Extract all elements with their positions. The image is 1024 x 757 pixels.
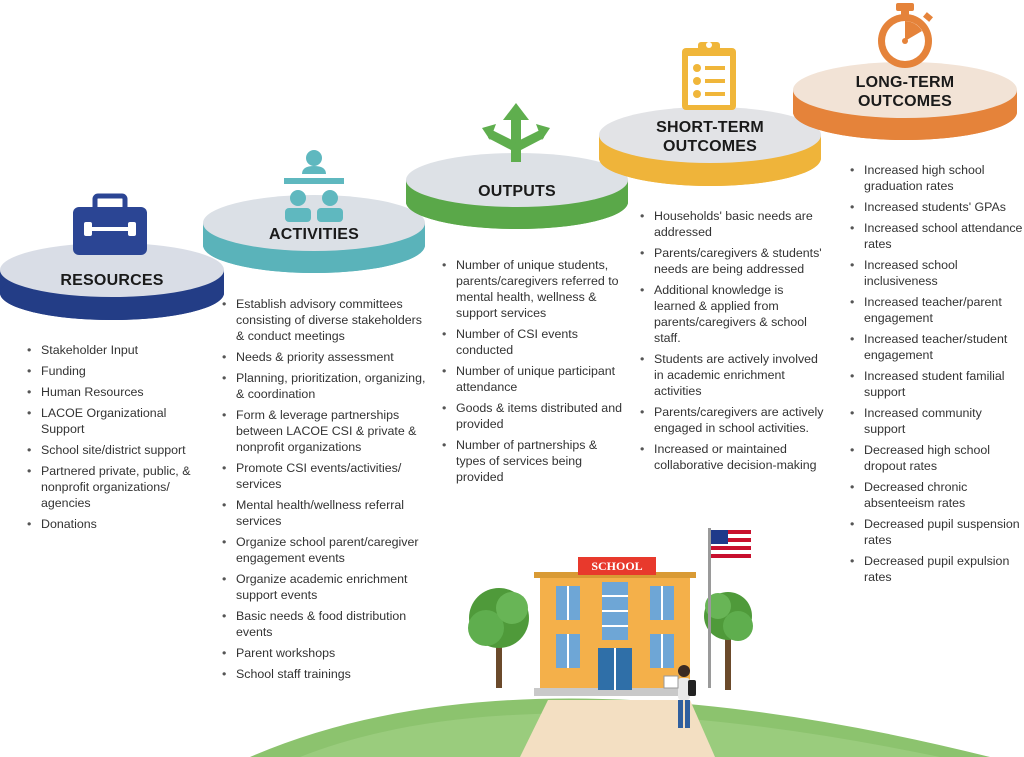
platform-long-term (793, 62, 1017, 140)
list-item: Donations (27, 516, 202, 532)
stage-title-short-term: SHORT-TERM OUTCOMES (656, 119, 764, 155)
list-item: Number of partnerships & types of servic… (442, 437, 622, 485)
platform-resources (0, 243, 224, 320)
platform-outputs (406, 153, 628, 229)
us-flag (708, 528, 751, 688)
list-item: Human Resources (27, 384, 202, 400)
list-item: Parent workshops (222, 645, 432, 661)
tree-left (468, 588, 529, 688)
list-item: Increased teacher/student engagement (850, 331, 1024, 363)
list-item: Decreased chronic absenteeism rates (850, 479, 1024, 511)
stage-title-long-term: LONG-TERM OUTCOMES (855, 74, 955, 110)
list-item: Form & leverage partnerships between LAC… (222, 407, 432, 455)
list-item: LACOE Organizational Support (27, 405, 202, 437)
list-item: Number of unique students, parents/careg… (442, 257, 622, 321)
list-item: Mental health/wellness referral services (222, 497, 432, 529)
school-path (520, 700, 715, 757)
long-term-list: Increased high school graduation ratesIn… (850, 162, 1024, 590)
list-item: Organize academic enrichment support eve… (222, 571, 432, 603)
list-item: School site/district support (27, 442, 202, 458)
stage-title-activities: ACTIVITIES (268, 226, 359, 243)
list-item: Increased school inclusiveness (850, 257, 1024, 289)
list-item: Decreased pupil suspension rates (850, 516, 1024, 548)
list-item: Additional knowledge is learned & applie… (640, 282, 825, 346)
list-item: Funding (27, 363, 202, 379)
list-item: Basic needs & food distribution events (222, 608, 432, 640)
platform-short-term (599, 107, 821, 186)
outputs-list: Number of unique students, parents/careg… (442, 257, 622, 490)
list-item: Increased or maintained collaborative de… (640, 441, 825, 473)
list-item: Establish advisory committees consisting… (222, 296, 432, 344)
list-item: Students are actively involved in academ… (640, 351, 825, 399)
list-item: Number of CSI events conducted (442, 326, 622, 358)
activities-list: Establish advisory committees consisting… (222, 296, 432, 687)
list-item: Promote CSI events/activities/ services (222, 460, 432, 492)
list-item: Partnered private, public, & nonprofit o… (27, 463, 202, 511)
short-term-list: Households' basic needs are addressedPar… (640, 208, 825, 478)
platform-activities (203, 195, 425, 273)
list-item: Organize school parent/caregiver engagem… (222, 534, 432, 566)
list-item: Decreased high school dropout rates (850, 442, 1024, 474)
list-item: Parents/caregivers & students' needs are… (640, 245, 825, 277)
list-item: Increased high school graduation rates (850, 162, 1024, 194)
meeting-icon (284, 150, 344, 222)
list-item: Number of unique participant attendance (442, 363, 622, 395)
list-item: Stakeholder Input (27, 342, 202, 358)
clipboard-checklist-icon (682, 42, 736, 110)
stopwatch-icon (878, 3, 933, 68)
list-item: Increased students' GPAs (850, 199, 1024, 215)
list-item: Planning, prioritization, organizing, & … (222, 370, 432, 402)
toolbox-icon (73, 193, 147, 255)
list-item: Increased teacher/parent engagement (850, 294, 1024, 326)
list-item: Increased student familial support (850, 368, 1024, 400)
list-item: Goods & items distributed and provided (442, 400, 622, 432)
student-figure (663, 665, 696, 728)
resources-list: Stakeholder InputFundingHuman ResourcesL… (27, 342, 202, 537)
school-building (534, 572, 696, 696)
list-item: Decreased pupil expulsion rates (850, 553, 1024, 585)
stage-title-resources: RESOURCES (60, 272, 164, 289)
list-item: Increased school attendance rates (850, 220, 1024, 252)
list-item: Needs & priority assessment (222, 349, 432, 365)
list-item: School staff trainings (222, 666, 432, 682)
ground-hill (250, 698, 990, 757)
list-item: Households' basic needs are addressed (640, 208, 825, 240)
school-sign: SCHOOL (578, 557, 656, 575)
tree-right (704, 592, 753, 690)
list-item: Parents/caregivers are actively engaged … (640, 404, 825, 436)
split-arrows-icon (482, 103, 550, 162)
stage-title-outputs: OUTPUTS (478, 183, 556, 200)
list-item: Increased community support (850, 405, 1024, 437)
